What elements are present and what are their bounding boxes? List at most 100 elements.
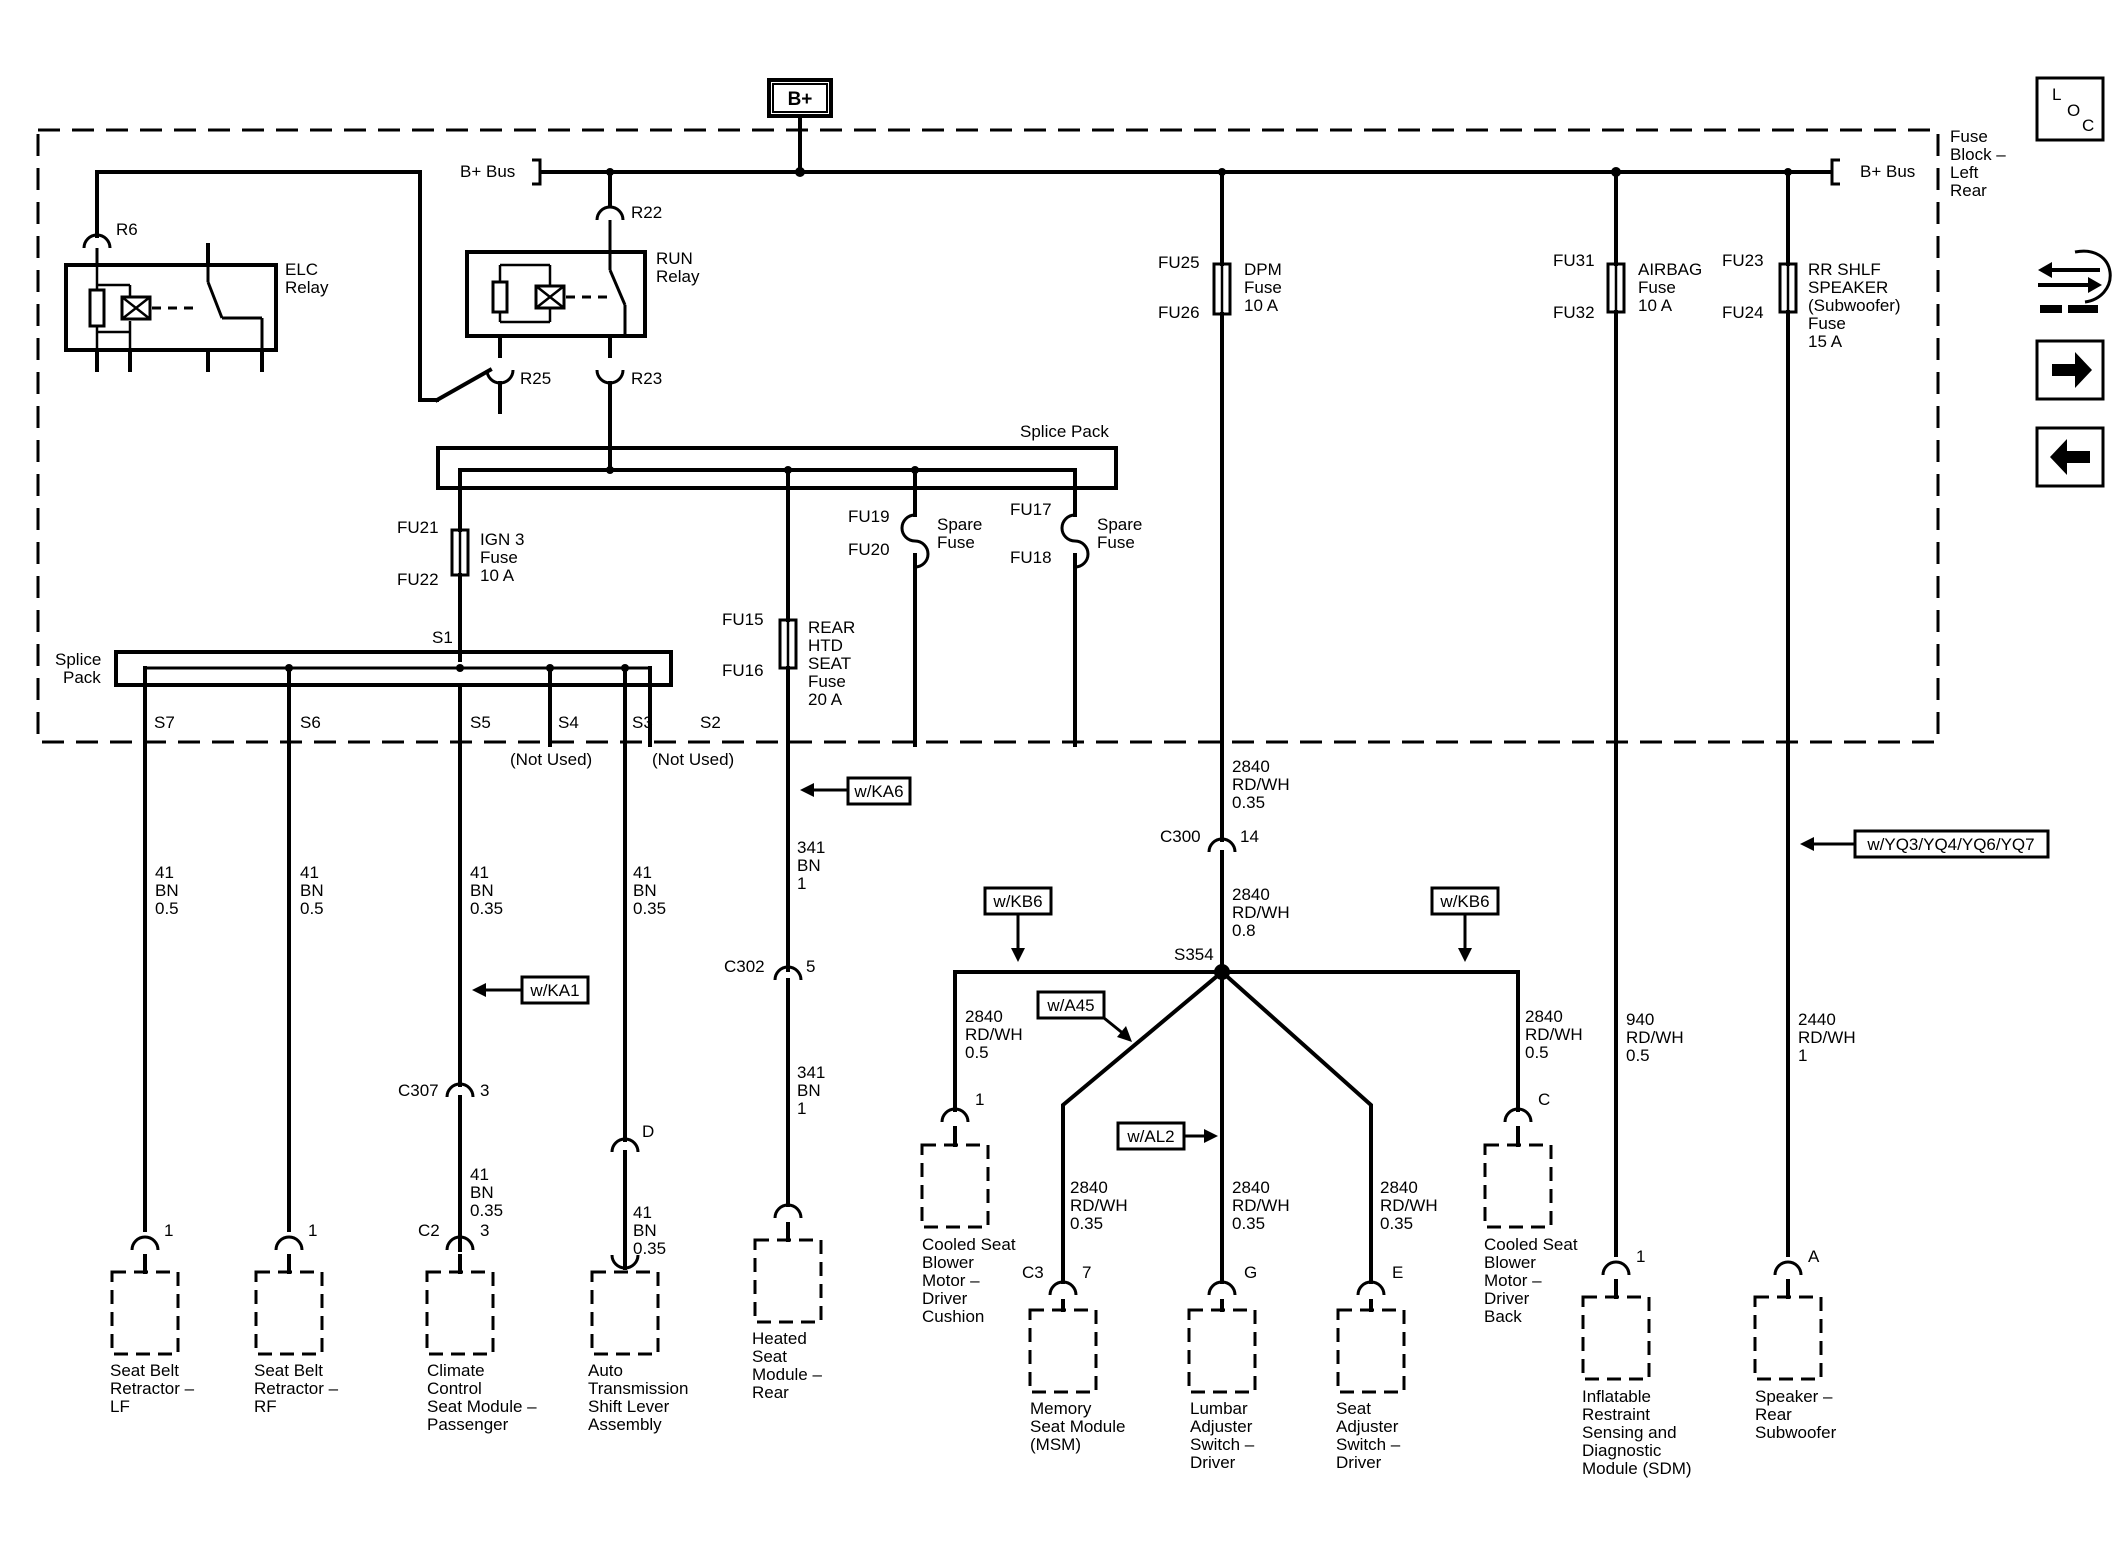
fuse-block-label: Fuse Block – Left Rear (1950, 127, 2006, 200)
svg-text:RD/WH: RD/WH (1232, 1196, 1290, 1215)
spare-fuse-1: FU19 FU20 Spare Fuse (848, 468, 982, 747)
svg-text:Spare: Spare (1097, 515, 1142, 534)
svg-text:(Not Used): (Not Used) (510, 750, 592, 769)
svg-text:Back: Back (1484, 1307, 1522, 1326)
svg-text:Lumbar: Lumbar (1190, 1399, 1248, 1418)
svg-text:Adjuster: Adjuster (1336, 1417, 1399, 1436)
wire-label-spk: 2440 RD/WH 1 (1798, 1010, 1856, 1065)
svg-text:Seat: Seat (1336, 1399, 1371, 1418)
svg-text:S354: S354 (1174, 945, 1214, 964)
svg-text:Heated: Heated (752, 1329, 807, 1348)
svg-text:(Not Used): (Not Used) (652, 750, 734, 769)
svg-text:RD/WH: RD/WH (1232, 903, 1290, 922)
option-kb6-left: w/KB6 (983, 886, 1053, 962)
component-climate-seat-module: C2 3 Climate Control Seat Module – Passe… (418, 1221, 537, 1434)
svg-text:ELC: ELC (285, 260, 318, 279)
wiring-icon[interactable] (2038, 249, 2112, 313)
svg-text:S2: S2 (700, 713, 721, 732)
svg-text:R25: R25 (520, 369, 551, 388)
svg-text:w/YQ3/YQ4/YQ6/YQ7: w/YQ3/YQ4/YQ6/YQ7 (1866, 835, 2034, 854)
rear-htd-seat-fuse: FU15 FU16 REAR HTD SEAT Fuse 20 A (722, 468, 855, 972)
svg-text:41: 41 (633, 863, 652, 882)
svg-text:41: 41 (470, 863, 489, 882)
arrow-right-icon[interactable] (2035, 339, 2105, 401)
svg-text:w/A45: w/A45 (1046, 996, 1094, 1015)
svg-text:R6: R6 (116, 220, 138, 239)
svg-text:Fuse: Fuse (1638, 278, 1676, 297)
svg-text:FU25: FU25 (1158, 253, 1200, 272)
svg-text:0.35: 0.35 (1232, 793, 1265, 812)
svg-text:Sensing and: Sensing and (1582, 1423, 1677, 1442)
svg-text:BN: BN (155, 881, 179, 900)
wire-label-341a: 341 BN 1 (797, 838, 825, 893)
svg-text:HTD: HTD (808, 636, 843, 655)
svg-text:C3: C3 (1022, 1263, 1044, 1282)
svg-text:15 A: 15 A (1808, 332, 1843, 351)
arrow-left-icon[interactable] (2035, 426, 2105, 488)
airbag-fuse: FU31 FU32 AIRBAG Fuse 10 A (1553, 170, 1702, 1257)
option-al2: w/AL2 (1116, 1121, 1218, 1151)
svg-text:Cooled Seat: Cooled Seat (1484, 1235, 1578, 1254)
svg-text:FU26: FU26 (1158, 303, 1200, 322)
component-heated-seat-rear: Heated Seat Module – Rear (752, 1203, 823, 1402)
svg-text:341: 341 (797, 838, 825, 857)
svg-text:Driver: Driver (1190, 1453, 1236, 1472)
svg-text:0.35: 0.35 (633, 899, 666, 918)
svg-text:0.35: 0.35 (633, 1239, 666, 1258)
svg-text:Diagnostic: Diagnostic (1582, 1441, 1662, 1460)
svg-text:2840: 2840 (1380, 1178, 1418, 1197)
svg-text:FU16: FU16 (722, 661, 764, 680)
wire-label-d: 41 BN 0.35 (633, 1203, 666, 1258)
svg-text:RD/WH: RD/WH (1798, 1028, 1856, 1047)
svg-text:C: C (1538, 1090, 1550, 1109)
svg-text:R22: R22 (631, 203, 662, 222)
svg-text:RD/WH: RD/WH (1070, 1196, 1128, 1215)
svg-text:0.8: 0.8 (1232, 921, 1256, 940)
svg-text:IGN 3: IGN 3 (480, 530, 524, 549)
svg-text:Block –: Block – (1950, 145, 2006, 164)
svg-text:C2: C2 (418, 1221, 440, 1240)
svg-text:Driver: Driver (1336, 1453, 1382, 1472)
svg-text:10 A: 10 A (1244, 296, 1279, 315)
svg-text:w/KA6: w/KA6 (853, 782, 903, 801)
svg-text:RD/WH: RD/WH (1626, 1028, 1684, 1047)
svg-text:2840: 2840 (1070, 1178, 1108, 1197)
svg-text:AIRBAG: AIRBAG (1638, 260, 1702, 279)
svg-text:RR SHLF: RR SHLF (1808, 260, 1881, 279)
svg-text:2840: 2840 (1525, 1007, 1563, 1026)
svg-text:(MSM): (MSM) (1030, 1435, 1081, 1454)
svg-text:Fuse: Fuse (937, 533, 975, 552)
svg-text:Seat Belt: Seat Belt (110, 1361, 179, 1380)
svg-text:w/KB6: w/KB6 (992, 892, 1042, 911)
svg-text:1: 1 (975, 1090, 984, 1109)
loc-icon[interactable]: L O C (2035, 76, 2105, 142)
svg-text:S1: S1 (432, 628, 453, 647)
svg-text:Pack: Pack (63, 668, 101, 687)
svg-text:940: 940 (1626, 1010, 1654, 1029)
svg-text:S7: S7 (154, 713, 175, 732)
svg-text:Switch –: Switch – (1190, 1435, 1255, 1454)
svg-text:FU18: FU18 (1010, 548, 1052, 567)
svg-text:Fuse: Fuse (480, 548, 518, 567)
svg-text:BN: BN (633, 881, 657, 900)
svg-text:E: E (1392, 1263, 1403, 1282)
svg-text:RD/WH: RD/WH (1232, 775, 1290, 794)
svg-text:LF: LF (110, 1397, 130, 1416)
component-seat-belt-rf: 1 Seat Belt Retractor – RF (254, 1221, 339, 1416)
svg-text:Cooled Seat: Cooled Seat (922, 1235, 1016, 1254)
svg-text:C302: C302 (724, 957, 765, 976)
svg-text:41: 41 (155, 863, 174, 882)
svg-text:RD/WH: RD/WH (1525, 1025, 1583, 1044)
svg-text:14: 14 (1240, 827, 1259, 846)
svg-text:1: 1 (797, 874, 806, 893)
svg-text:Rear: Rear (1950, 181, 1987, 200)
svg-text:1: 1 (308, 1221, 317, 1240)
wire-label-c307: 41 BN 0.35 (470, 1165, 503, 1220)
svg-text:Module –: Module – (752, 1365, 822, 1384)
connector-c300: C300 14 (1160, 827, 1259, 974)
svg-text:341: 341 (797, 1063, 825, 1082)
run-relay: R22 RUN Relay R25 R23 (434, 170, 700, 474)
wire-label-s5: 41 BN 0.35 (470, 863, 503, 918)
svg-text:Cushion: Cushion (922, 1307, 984, 1326)
